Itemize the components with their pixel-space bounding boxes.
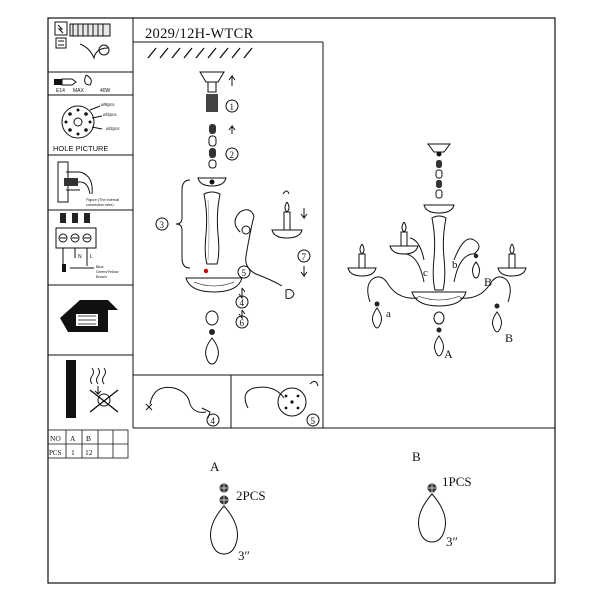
wire-color-2: Green/Yellow — [96, 270, 119, 274]
detail-a-size: 3″ — [238, 548, 250, 563]
hole-picture-title: HOLE PICTURE — [53, 144, 108, 153]
step-6: 6 — [240, 318, 245, 328]
step-1-marker — [225, 99, 239, 113]
detail-step-4: 4 — [211, 416, 216, 426]
step-2-marker — [225, 147, 239, 161]
model-number: 2029/12H-WTCR — [145, 26, 254, 42]
terminal-l: L — [90, 254, 93, 260]
assembled-label-a: A — [444, 347, 453, 361]
detail-a-count: 2PCS — [236, 488, 266, 503]
crystal-detail-b: B 1PCS 3″ — [412, 449, 472, 549]
step-3: 3 — [160, 220, 165, 230]
power-off-icon — [54, 21, 111, 60]
detail-arm-fixing: 4 — [145, 386, 220, 427]
table-row-pcs: PCS — [49, 449, 62, 457]
exploded-view: 1 2 3 5 7 — [155, 71, 311, 365]
table-header-a: A — [70, 434, 76, 443]
step-4-marker — [235, 295, 249, 309]
terminal-n: N — [78, 254, 82, 260]
bulb-type: E14 — [56, 88, 65, 94]
ceiling-plate-icon: ø/8pcs ø/2pcs ø/2pcs — [61, 102, 120, 139]
screw-label-b: ø/2pcs — [103, 112, 117, 117]
assembled-chandelier: A B B a b c — [347, 143, 527, 361]
step-2: 2 — [230, 150, 235, 160]
crystal-detail-a: A 2PCS 3″ — [210, 459, 266, 563]
table-cell-b-qty: 12 — [85, 448, 93, 457]
parts-table: NO A B PCS 1 12 — [47, 429, 129, 459]
step-4: 4 — [240, 298, 245, 308]
hatch-marks — [147, 47, 253, 59]
terminal-block-icon: N L Blue Green/Yellow Brown — [55, 213, 119, 279]
assembled-label-b-small: b — [452, 259, 458, 271]
table-header-b: B — [86, 434, 91, 443]
detail-arm-plate: 5 — [244, 380, 320, 427]
step-6-marker — [235, 315, 249, 329]
bulb-watt: 40W — [100, 88, 111, 94]
step-7-marker — [297, 249, 311, 263]
wire-note-2: connection wire) — [86, 203, 114, 207]
wire-color-1: Blue — [96, 265, 104, 269]
step-7: 7 — [302, 252, 307, 262]
assembled-label-a-small: a — [386, 308, 391, 320]
wire-connection-icon: Figure:(The internal connection wire) — [57, 161, 119, 207]
detail-b-label: B — [412, 449, 421, 464]
wire-color-3: Brown — [96, 275, 107, 279]
screw-label-a: ø/8pcs — [101, 102, 115, 107]
connector-marker — [203, 268, 209, 274]
outer-frame — [47, 17, 556, 584]
step-1: 1 — [230, 102, 235, 112]
detail-a-label: A — [210, 459, 220, 474]
step-3-marker — [155, 217, 169, 231]
assembled-label-b-lower: B — [505, 331, 513, 345]
bulb-icon: E14 MAX 40W — [54, 74, 111, 94]
table-cell-a-qty: 1 — [71, 448, 75, 457]
heat-warning-icon — [66, 360, 119, 418]
step-5-marker — [237, 265, 251, 279]
detail-b-count: 1PCS — [442, 474, 472, 489]
indoor-use-icon — [60, 300, 118, 332]
detail-b-size: 3″ — [446, 534, 458, 549]
screw-label-c: ø/2pcs — [106, 126, 120, 131]
bulb-max: MAX — [73, 88, 85, 94]
detail-step-5: 5 — [311, 416, 316, 426]
assembled-label-b-upper: B — [484, 275, 492, 289]
table-header-no: NO — [50, 434, 61, 443]
assembled-label-c-small: c — [423, 267, 428, 279]
step-5: 5 — [242, 268, 247, 278]
wire-note-1: Figure:(The internal — [86, 198, 119, 202]
